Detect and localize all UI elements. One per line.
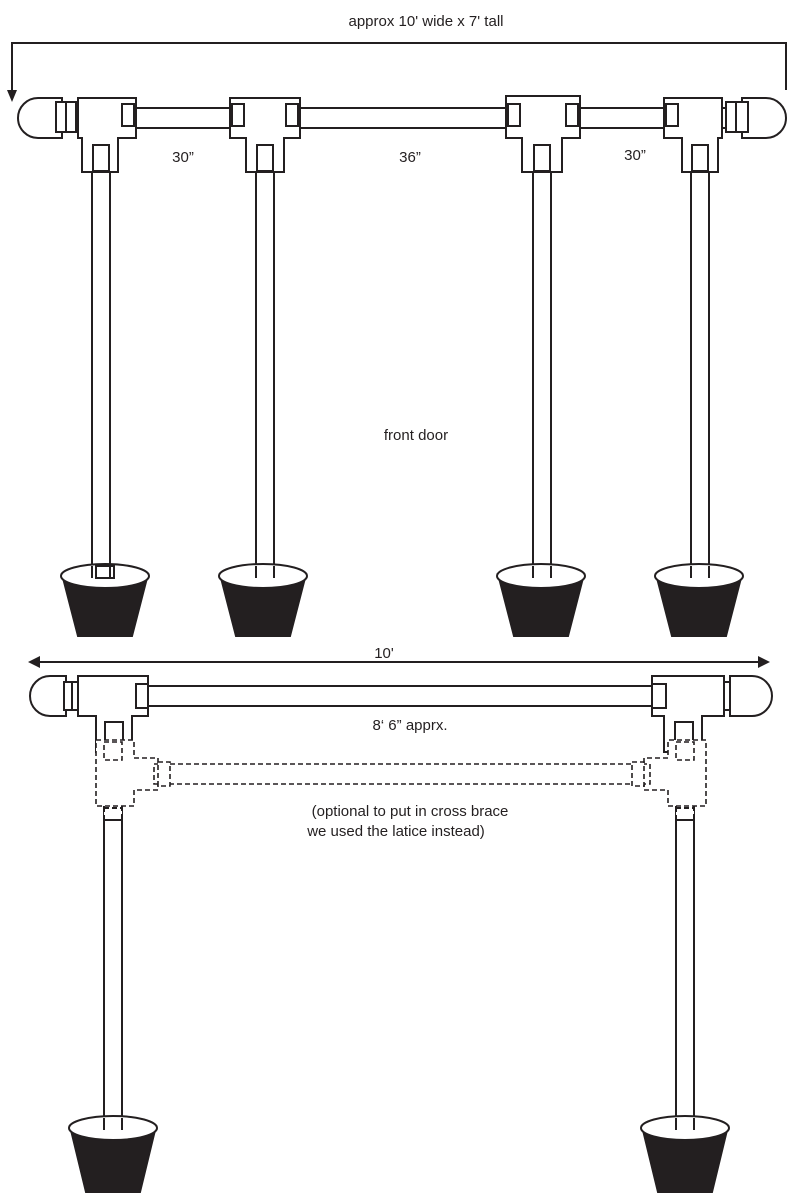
- post-pipe-3: [532, 171, 552, 573]
- front-door-label: front door: [384, 427, 448, 444]
- note-line-1: (optional to put in cross brace: [312, 803, 509, 820]
- span-label: 8‘ 6” apprx.: [372, 717, 447, 734]
- bracket-arrow-icon: [7, 90, 17, 102]
- tee-connector-3: [505, 95, 581, 573]
- left-end-cap: [17, 97, 77, 139]
- planter-pot-3: [496, 563, 586, 637]
- width-label: 10': [374, 645, 394, 662]
- bottom-left-end-cap: [29, 675, 81, 717]
- tee-connector-1: [77, 97, 137, 573]
- arrow-left-icon: [28, 656, 40, 668]
- overall-dimension-label: approx 10' wide x 7' tall: [349, 13, 504, 30]
- post-pipe-4: [690, 171, 710, 573]
- bottom-post-right-joint: [675, 807, 695, 821]
- bottom-frame: 10': [28, 645, 773, 1193]
- width-arrow: [28, 656, 770, 668]
- note-line-2: we used the latice instead): [306, 823, 485, 840]
- top-crossbar-pipe: [39, 107, 761, 129]
- planter-pot-1: [60, 563, 150, 637]
- overall-width-bracket: [7, 42, 787, 102]
- planter-pot-5: [68, 1115, 158, 1193]
- planter-pot-4: [654, 563, 744, 637]
- bottom-post-left-joint: [103, 807, 123, 821]
- post-pipe-1: [91, 171, 111, 573]
- post-pipe-2: [255, 171, 275, 573]
- bottom-crossbar-pipe: [49, 685, 751, 707]
- right-end-cap: [725, 97, 787, 139]
- tee-connector-2: [229, 97, 301, 573]
- planter-pot-2: [218, 563, 308, 637]
- spacing-middle-label: 36”: [399, 149, 421, 166]
- optional-cross-brace: [95, 739, 707, 807]
- planter-pot-6: [640, 1115, 730, 1193]
- tee-connector-4: [663, 97, 723, 573]
- spacing-left-label: 30”: [172, 149, 194, 166]
- spacing-right-label: 30”: [624, 147, 646, 164]
- arrow-right-icon: [758, 656, 770, 668]
- top-frame: approx 10' wide x 7' tall 30” 36” 30” fr…: [7, 13, 787, 637]
